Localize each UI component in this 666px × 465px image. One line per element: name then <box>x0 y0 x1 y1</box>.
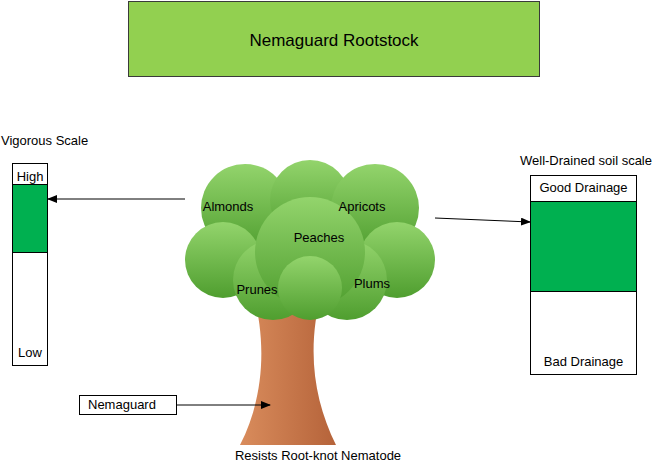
tree-canopy: Almonds ApricotsPeachesPrunes Plums <box>185 160 435 320</box>
scale-box: Well-Drained soil scaleGood DrainageBad … <box>530 175 637 375</box>
scale-fill <box>13 184 47 253</box>
node-text: Apricots <box>339 199 386 214</box>
node-text: Low <box>13 345 47 360</box>
label-box: Nemaguard <box>79 395 177 415</box>
scale-heading: Well-Drained soil scale <box>520 153 652 168</box>
node-text: Good Drainage <box>531 180 636 195</box>
node-text: High <box>13 169 47 184</box>
node-text: Almonds <box>203 199 254 214</box>
leader-arrow <box>177 405 270 406</box>
scale-box: Vigorous ScaleHighLow <box>12 163 48 366</box>
arrow-connector <box>48 199 185 200</box>
caption-label: Resists Root-knot Nematode <box>218 448 418 463</box>
scale-heading: Vigorous Scale <box>1 133 88 148</box>
node-text: Nemaguard Rootstock <box>129 31 539 51</box>
node-text: Plums <box>354 276 390 291</box>
title-box: Nemaguard Rootstock <box>128 1 540 77</box>
arrow-connector <box>435 218 530 222</box>
node-text: Bad Drainage <box>531 354 636 369</box>
node-text: Prunes <box>236 282 277 297</box>
scale-fill <box>531 201 636 292</box>
node-text: Nemaguard <box>88 397 156 412</box>
node-text: Peaches <box>294 230 345 245</box>
